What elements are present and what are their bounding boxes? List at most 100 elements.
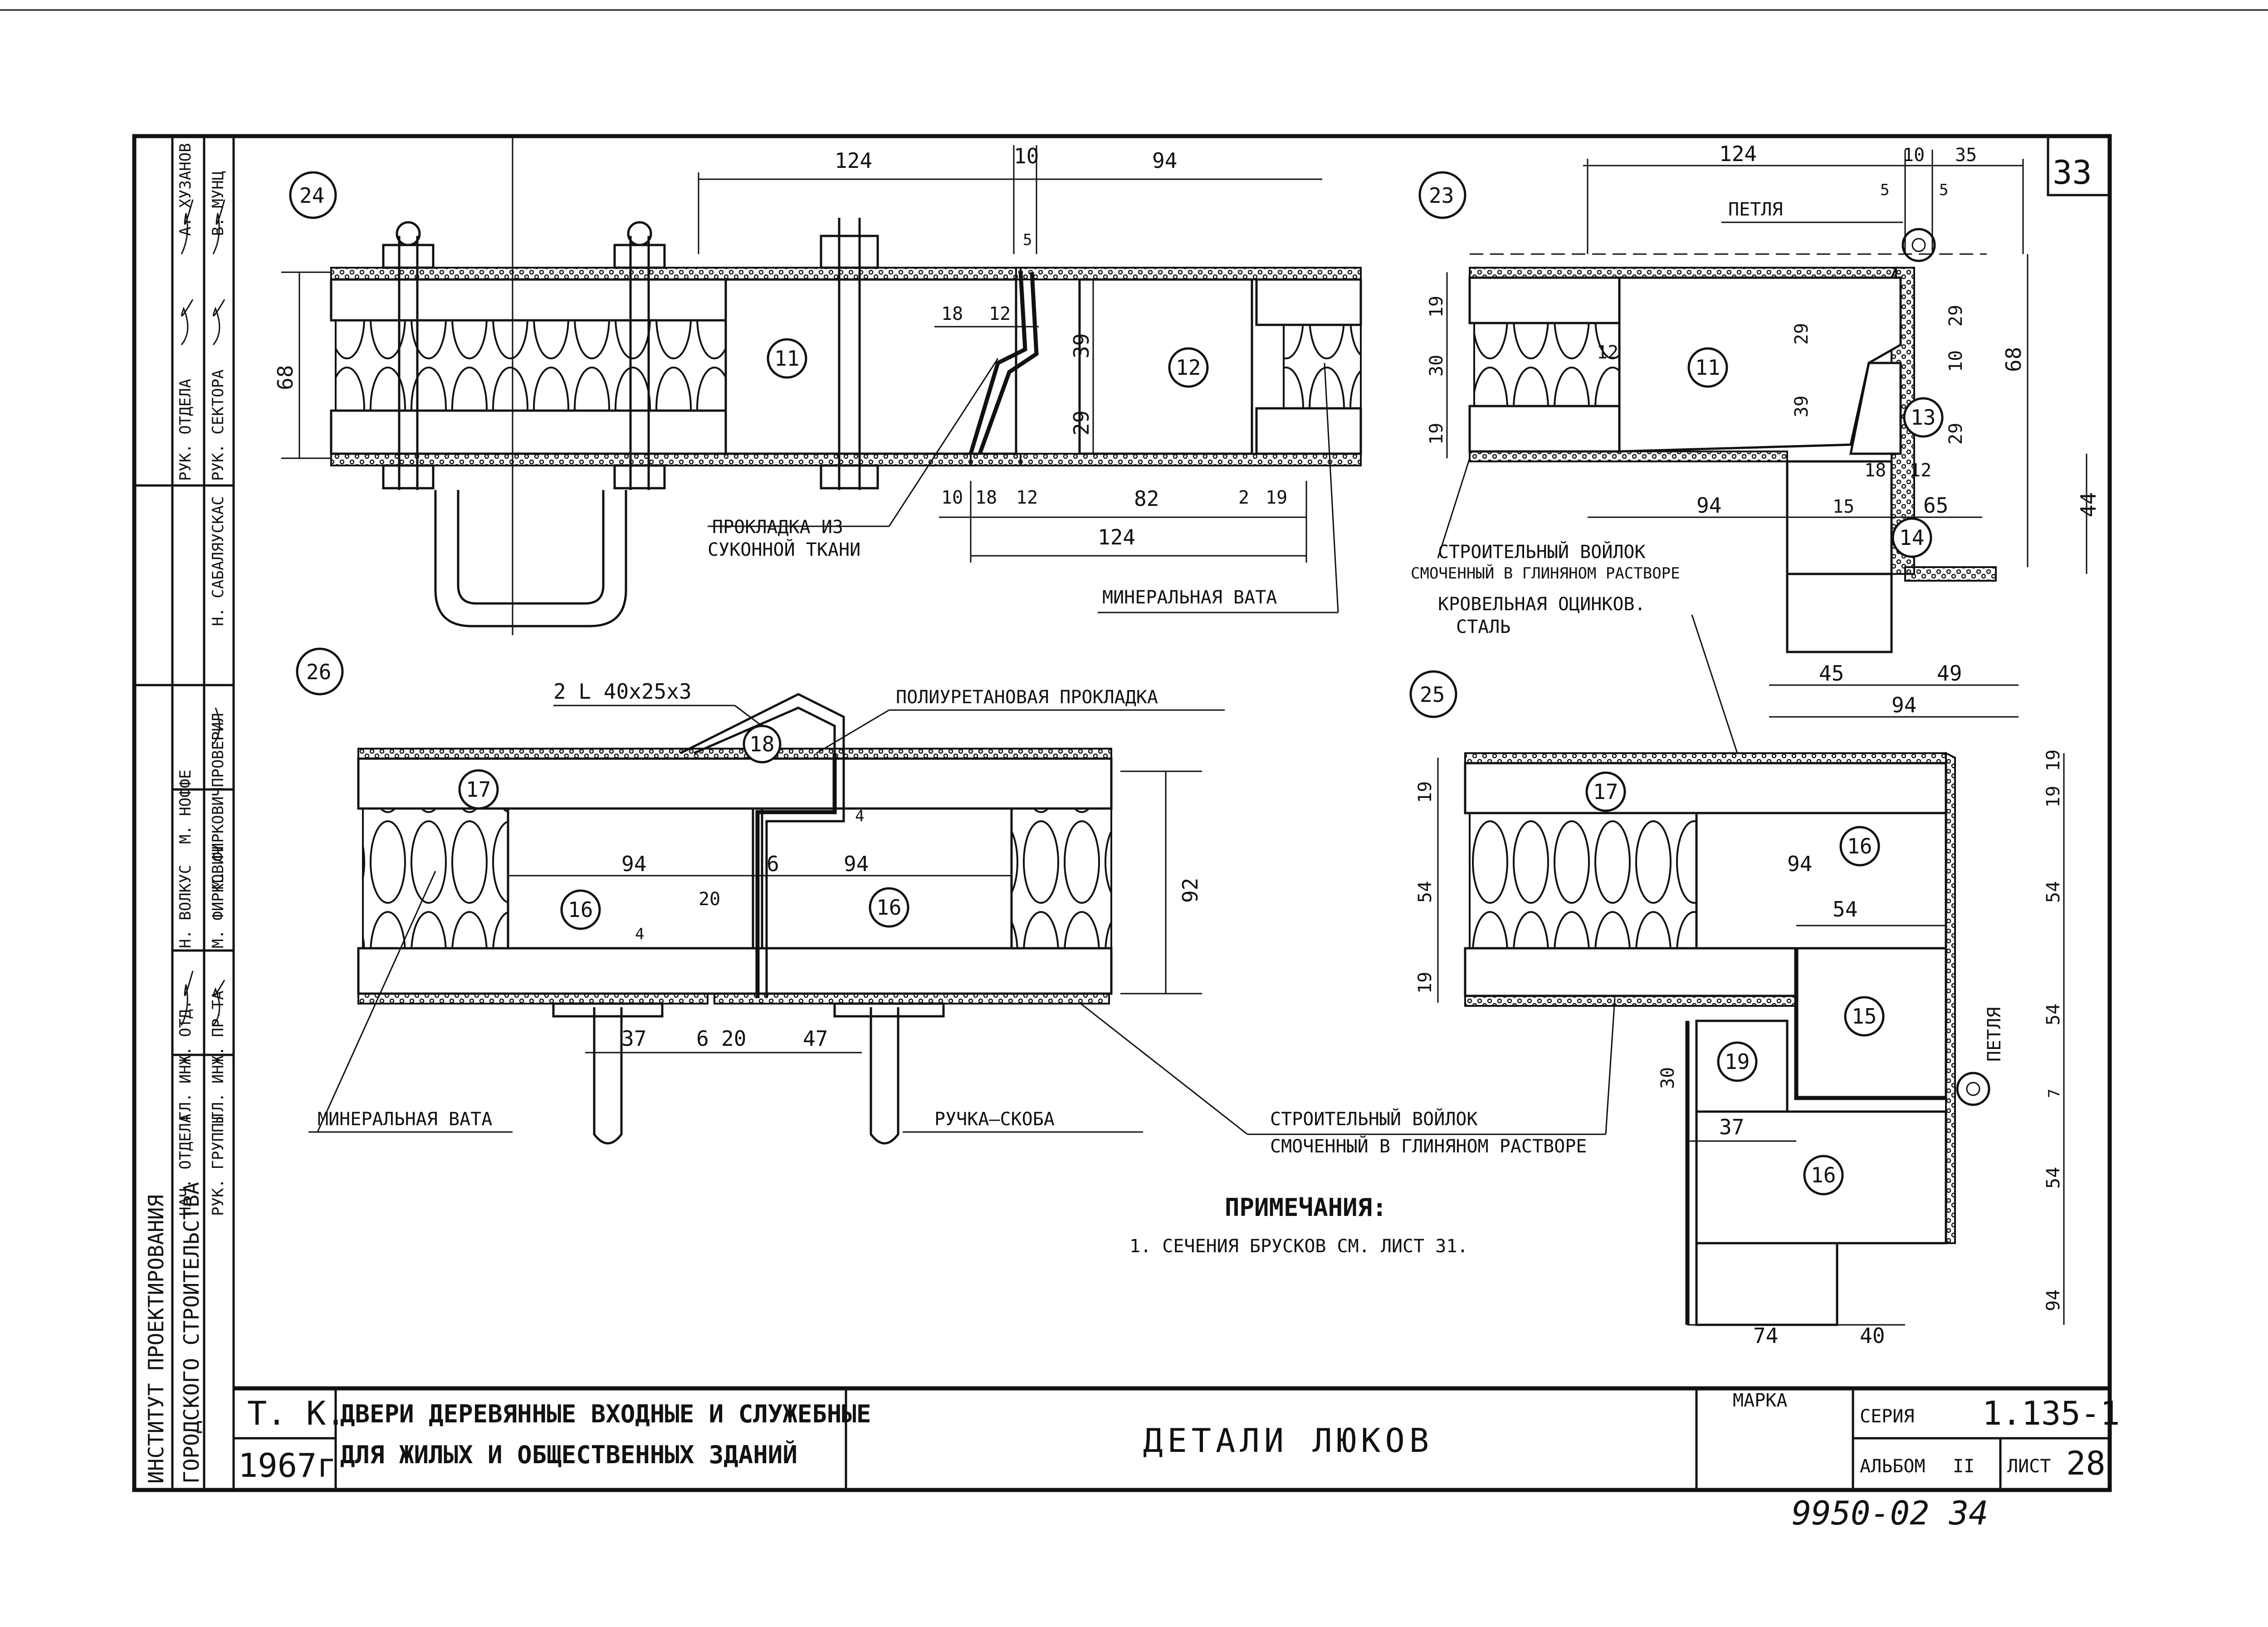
stamp-extra-name: Н. САБАЛЯУСКАС (209, 496, 227, 626)
stamp-role-4: ГЛ. ИНЖ. ПР-ТА (209, 990, 227, 1121)
dim-25-94r: 94 (2043, 1289, 2064, 1311)
part-14-d: 16 (1811, 1163, 1836, 1187)
label-poliuretan: ПОЛИУРЕТАНОВАЯ ПРОКЛАДКА (896, 687, 1158, 708)
part-14-c: 16 (1847, 834, 1872, 858)
seria-label: СЕРИЯ (1860, 1406, 1914, 1427)
dim-23-94b: 94 (1892, 693, 1916, 717)
dim-25-19r2: 19 (2043, 786, 2064, 808)
stamp-name-3: М. ФИРКОВИЧ (209, 846, 227, 948)
detail-25: 25 ПЕТЛЯ 17 16 15 19 16 19 54 19 94 (1409, 670, 2065, 1348)
title-tk: Т. К. (247, 1394, 346, 1432)
dim-25-19b: 19 (1415, 972, 1436, 994)
dim-23-30: 30 (1426, 355, 1447, 377)
dim-25-19a: 19 (1415, 781, 1436, 803)
stamp-top-role-2: РУК. СЕКТОРА (209, 369, 227, 481)
side-stamp: ИНСТИТУТ ПРОЕКТИРОВАНИЯ ГОРОДСКОГО СТРОИ… (134, 136, 235, 1490)
dim-26-4: 4 (855, 807, 864, 825)
detail-24: 24 (273, 136, 1362, 635)
part-19: 19 (1725, 1049, 1750, 1074)
signature-marks-3 (181, 707, 225, 1026)
dim-23-35: 35 (1955, 145, 1977, 166)
part-17-a: 17 (466, 777, 491, 802)
label-voilok-23a: СТРОИТЕЛЬНЫЙ ВОЙЛОК (1438, 541, 1646, 563)
dim-24-94: 94 (1152, 148, 1177, 173)
dim-24-b10: 10 (941, 487, 963, 508)
label-petlya-25: ПЕТЛЯ (1984, 1007, 2005, 1062)
dim-25-94: 94 (1787, 852, 1812, 876)
title-block: Т. К. 1967г ДВЕРИ ДЕРЕВЯННЫЕ ВХОДНЫЕ И С… (234, 1386, 2120, 1490)
dim-26-92: 92 (1178, 878, 1202, 903)
title-year: 1967г (238, 1446, 337, 1485)
label-krovel-2: СТАЛЬ (1456, 617, 1510, 637)
title-line-2: ДЛЯ ЖИЛЫХ И ОБЩЕСТВЕННЫХ ЗДАНИЙ (340, 1441, 797, 1469)
dim-23-29b: 29 (1945, 305, 1966, 327)
dim-23-29: 29 (1791, 323, 1812, 345)
label-mineral-24: МИНЕРАЛЬНАЯ ВАТА (1102, 587, 1277, 608)
dim-23-12: 12 (1597, 342, 1618, 363)
detail-marker-24 (289, 171, 337, 219)
list-label: ЛИСТ (2007, 1456, 2051, 1477)
part-18: 18 (749, 732, 774, 756)
dim-24-b19: 19 (1266, 487, 1287, 508)
dim-23-45: 45 (1819, 661, 1844, 686)
notes: ПРИМЕЧАНИЯ: 1. СЕЧЕНИЯ БРУСКОВ СМ. ЛИСТ … (1129, 1193, 1468, 1257)
dim-25-54r: 54 (2043, 881, 2064, 903)
seria-value: 1.135-1 (1982, 1394, 2120, 1432)
notes-title: ПРИМЕЧАНИЯ: (1225, 1193, 1387, 1222)
corner-box (2047, 135, 2111, 196)
dim-26-6: 6 (767, 852, 779, 876)
stamp-name-1: Н. ВОЛКУС (176, 865, 195, 948)
notes-item-1: 1. СЕЧЕНИЯ БРУСКОВ СМ. ЛИСТ 31. (1129, 1236, 1468, 1257)
stamp-name-4: М. ФИРКОВИЧ (209, 787, 227, 889)
dim-24-5: 5 (1023, 231, 1032, 249)
dim-26-20: 20 (699, 889, 720, 910)
drawing-title: ДЕТАЛИ ЛЮКОВ (1143, 1421, 1433, 1460)
dim-26-37: 37 (621, 1026, 646, 1051)
label-prokladka-2: СУКОННОЙ ТКАНИ (708, 539, 860, 560)
part-17-b: 17 (1593, 779, 1618, 804)
dim-23-94: 94 (1696, 493, 1721, 518)
dim-24-b12: 12 (1016, 487, 1038, 508)
stamp-institute: ИНСТИТУТ ПРОЕКТИРОВАНИЯ (144, 1195, 168, 1484)
dim-24-b124: 124 (1098, 525, 1135, 549)
dim-25-54r3: 54 (2043, 1167, 2064, 1189)
dim-24-39: 39 (1069, 333, 1094, 358)
detail-23-number: 23 (1429, 183, 1454, 208)
label-petlya-23: ПЕТЛЯ (1728, 199, 1783, 220)
dim-23-29c: 29 (1945, 423, 1966, 445)
dim-24-124: 124 (835, 148, 872, 173)
marka-label: МАРКА (1733, 1390, 1787, 1411)
label-voilok-23b: СМОЧЕННЫЙ В ГЛИНЯНОМ РАСТВОРЕ (1411, 564, 1680, 583)
dim-25-54a: 54 (1415, 881, 1436, 903)
stamp-role-3: РУК. ГРУППЫ (209, 1114, 227, 1216)
stamp-top-name-2: В. МУНЦ (209, 171, 227, 236)
dim-25-30: 30 (1657, 1067, 1678, 1089)
stamp-city: ГОРОДСКОГО СТРОИТЕЛЬСТВА (179, 1182, 204, 1484)
dim-25-19r: 19 (2043, 750, 2064, 771)
title-line-1: ДВЕРИ ДЕРЕВЯННЫЕ ВХОДНЫЕ И СЛУЖЕБНЫЕ (340, 1400, 871, 1428)
stamp-role-2: ГЛ. ИНЖ. ОТД. (176, 1000, 195, 1121)
label-voilok-26b: СМОЧЕННЫЙ В ГЛИНЯНОМ РАСТВОРЕ (1270, 1135, 1587, 1157)
part-14-b: 16 (876, 895, 901, 920)
dim-23-5a: 5 (1880, 181, 1889, 199)
dim-23-19b: 19 (1426, 423, 1447, 445)
detail-25-number: 25 (1420, 682, 1445, 707)
part-14-a: 16 (568, 897, 593, 922)
dim-24-b2: 2 (1238, 487, 1249, 508)
label-angle: 2 L 40x25x3 (553, 679, 692, 704)
dim-24-29: 29 (1069, 411, 1094, 436)
dim-23-12b: 12 (1910, 460, 1931, 481)
signature-marks (181, 199, 194, 345)
dim-26-94a: 94 (621, 852, 646, 876)
dim-23-44: 44 (2076, 492, 2101, 517)
dim-23-18: 18 (1864, 460, 1886, 481)
part-11-b: 11 (1695, 355, 1720, 380)
dim-26-94b: 94 (844, 852, 869, 876)
dim-24-b18: 18 (975, 487, 997, 508)
dim-23-65: 65 (1923, 493, 1948, 518)
stamp-role-5: ПРОВЕРИЛ (209, 713, 227, 787)
dim-23-124: 124 (1719, 142, 1757, 166)
label-ruchka: РУЧКА–СКОБА (934, 1109, 1055, 1130)
dim-23-68: 68 (2001, 347, 2026, 372)
